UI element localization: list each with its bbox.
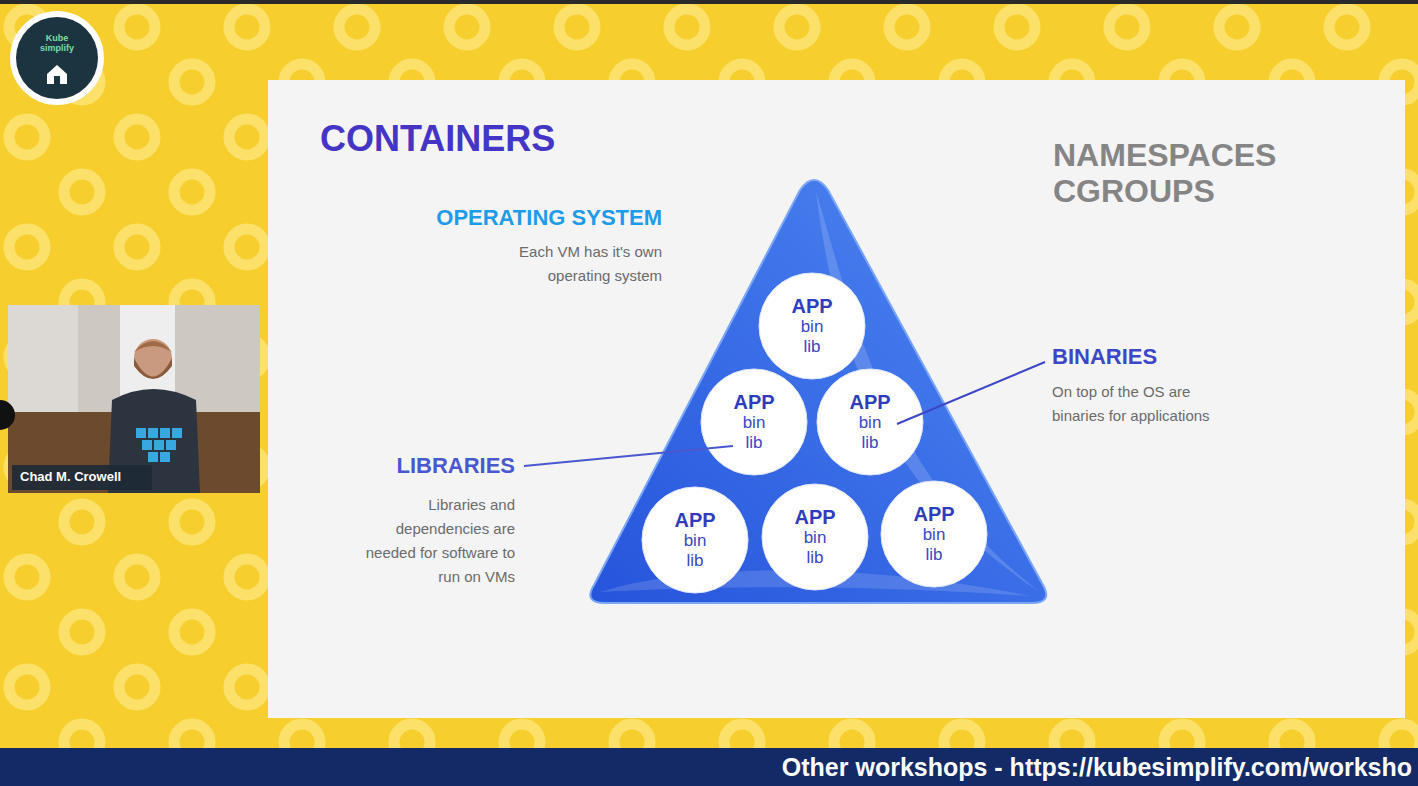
- app-circle: APPbinlib: [700, 368, 808, 476]
- app-name: APP: [791, 295, 832, 317]
- app-part: bin: [923, 525, 946, 545]
- presenter-beard: [134, 358, 172, 379]
- footer-bar: [0, 748, 1418, 786]
- circle-fill: [759, 273, 865, 379]
- slide-panel: [268, 80, 1405, 718]
- app-name: APP: [733, 391, 774, 413]
- callout-heading: BINARIES: [1052, 344, 1252, 370]
- logo-ring: [10, 11, 104, 105]
- app-part: lib: [745, 433, 762, 453]
- logo-disc: [16, 17, 98, 99]
- logo-wordmark: Kube simplify: [31, 33, 83, 53]
- edge-mark: [0, 400, 15, 430]
- circle-fill: [817, 369, 923, 475]
- app-part: lib: [686, 551, 703, 571]
- app-circle: APPbinlib: [641, 486, 749, 594]
- app-circle: APPbinlib: [816, 368, 924, 476]
- app-part: bin: [859, 413, 882, 433]
- callout-text: Libraries and dependencies are needed fo…: [358, 493, 515, 589]
- app-name: APP: [794, 506, 835, 528]
- circle-fill: [701, 369, 807, 475]
- circle-fill: [881, 481, 987, 587]
- callout-text: On top of the OS are binaries for applic…: [1052, 380, 1224, 428]
- callout-text: Each VM has it's own operating system: [477, 240, 662, 288]
- webcam-frame: [0, 305, 260, 493]
- callout-heading: OPERATING SYSTEM: [362, 205, 662, 231]
- app-part: bin: [684, 531, 707, 551]
- top-edge: [0, 0, 1418, 4]
- presenter-name: Chad M. Crowell: [20, 469, 170, 485]
- app-part: lib: [925, 545, 942, 565]
- circle-fill: [642, 487, 748, 593]
- app-part: lib: [803, 337, 820, 357]
- logo-house: [47, 65, 67, 84]
- app-name: APP: [913, 503, 954, 525]
- webcam-wall-left: [8, 305, 78, 415]
- app-part: lib: [806, 548, 823, 568]
- app-part: lib: [861, 433, 878, 453]
- leader-line: [524, 446, 733, 466]
- logo: [10, 11, 104, 105]
- app-part: bin: [743, 413, 766, 433]
- callout-heading: LIBRARIES: [315, 453, 515, 479]
- circle-fill: [762, 484, 868, 590]
- app-circle: APPbinlib: [758, 272, 866, 380]
- slide-title: CONTAINERS: [320, 118, 555, 160]
- app-name: APP: [849, 391, 890, 413]
- app-part: bin: [801, 317, 824, 337]
- footer-link: Other workshops - https://kubesimplify.c…: [512, 752, 1412, 782]
- logo-door: [54, 76, 60, 84]
- app-circle: APPbinlib: [880, 480, 988, 588]
- topic-heading: NAMESPACES: [1053, 137, 1393, 173]
- cube-model: [136, 428, 182, 462]
- leader-line: [897, 362, 1045, 424]
- app-part: bin: [804, 528, 827, 548]
- app-circle: APPbinlib: [761, 483, 869, 591]
- webcam-wall: [8, 305, 260, 493]
- topic-heading: CGROUPS: [1053, 173, 1393, 209]
- app-name: APP: [674, 509, 715, 531]
- presenter-hair: [134, 341, 172, 352]
